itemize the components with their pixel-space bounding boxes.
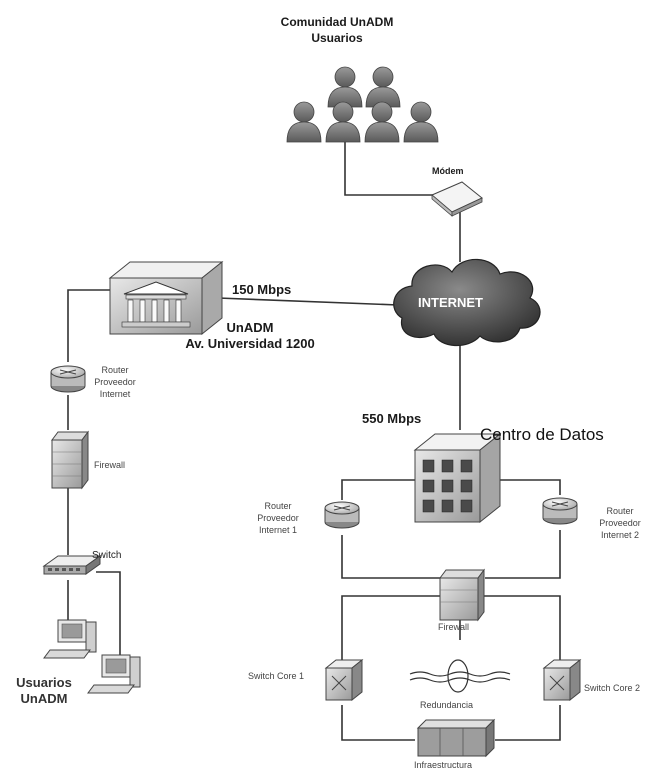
link-hq-router [67,289,128,362]
dc-router-1-icon [324,501,360,529]
hq-label: UnADM Av. Universidad 1200 [175,320,325,352]
switch-core-2-label: Switch Core 2 [584,683,641,693]
link-switch-pc2 [96,571,121,655]
community-title-line2: Usuarios [311,31,363,45]
modem-icon [431,181,483,217]
hq-users-label: Usuarios UnADM [4,675,84,707]
switch-core-1-label: Switch Core 1 [248,671,305,681]
dc-firewall-label: Firewall [438,622,470,632]
dc-router-1-label: Router Proveedor Internet 1 [257,501,299,535]
link-core1-infra [341,705,415,741]
hq-firewall-label: Firewall [94,460,126,470]
user-workstation-1-icon [43,619,97,659]
hq-firewall-icon [51,430,89,490]
hq-name-label: UnADM [226,320,274,335]
hq-router-label: Router Proveedor Internet [94,365,136,399]
hq-switch-label: Switch [92,550,122,561]
redundancy-label: Redundancia [420,700,474,710]
switch-core-1-icon [324,658,364,702]
dc-firewall-icon [439,568,485,622]
link-router1-firewall [341,535,440,579]
redundancy-link-icon [409,659,511,693]
user-workstation-2-icon [87,654,141,694]
hq-users-label-line1: Usuarios [16,675,72,690]
hq-router-icon [50,365,86,393]
hq-address-label: Av. Universidad 1200 [185,336,315,351]
dc-router-2-label: Router Proveedor Internet 2 [599,506,641,540]
dc-router-2-icon [542,497,578,525]
switch-core-2-icon [542,658,582,702]
dc-link-speed-label: 550 Mbps [362,411,422,426]
modem-label: Módem [432,166,464,176]
community-title: Comunidad UnADM Usuarios [272,14,402,46]
hq-building-icon [108,260,224,336]
link-router2-firewall [485,530,561,579]
internet-label: INTERNET [418,295,483,310]
link-core2-infra [495,705,561,741]
link-dc-router1 [341,479,415,500]
datacenter-title: Centro de Datos [480,425,604,444]
community-title-line1: Comunidad UnADM [280,15,394,29]
internet-cloud-icon [393,258,541,347]
hq-link-speed-label: 150 Mbps [232,282,292,297]
link-dc-router2 [500,479,561,495]
datacenter-building-icon [413,432,502,524]
hq-switch-icon [42,555,102,575]
infrastructure-label: Infraestructura [414,760,473,770]
link-community-modem [344,140,435,196]
link-hq-internet [217,297,399,306]
hq-users-label-line2: UnADM [20,691,68,706]
infrastructure-servers-icon [416,718,496,758]
community-users-icon [286,66,439,143]
